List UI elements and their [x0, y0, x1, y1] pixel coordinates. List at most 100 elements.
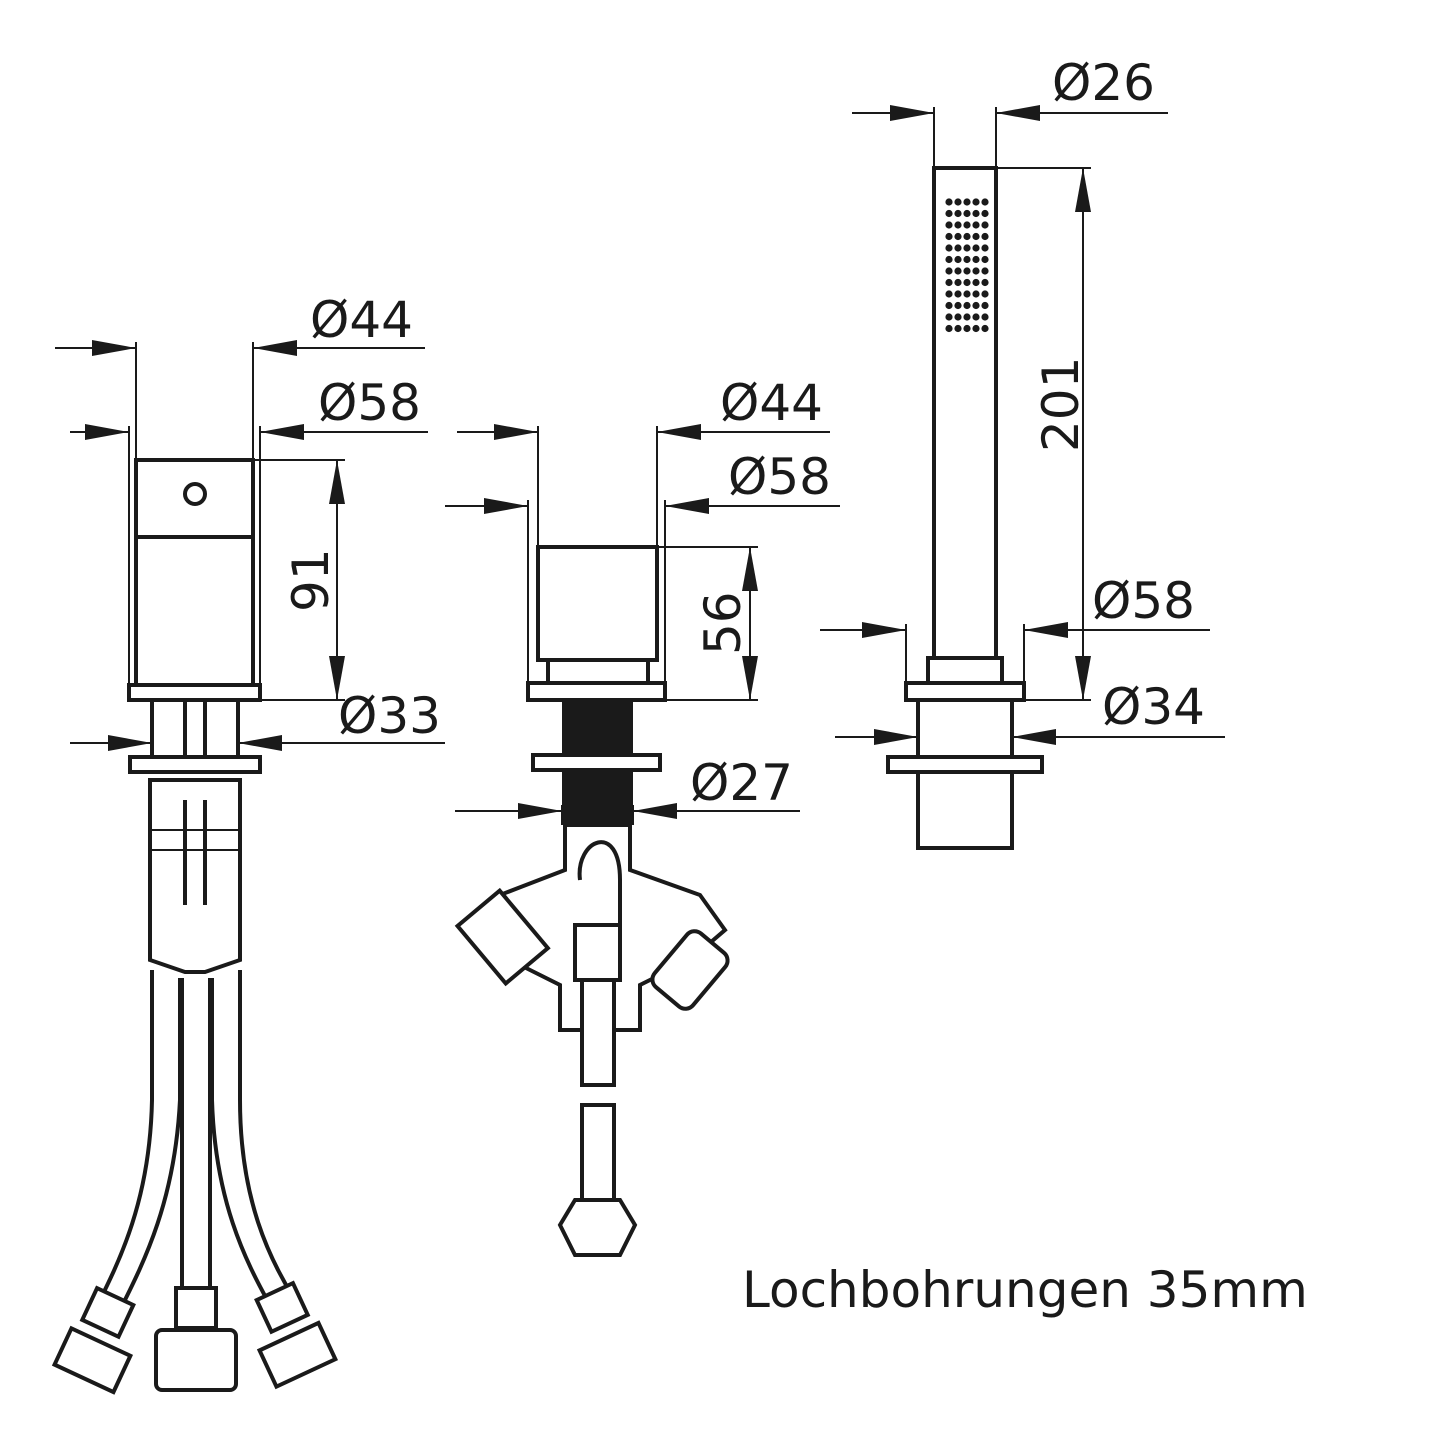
dimension-arrow-icon [862, 622, 906, 638]
nozzle-dot [981, 255, 989, 264]
nozzle-dot [981, 232, 989, 241]
nozzle-dot [981, 313, 989, 321]
dimension-arrow-icon [484, 498, 528, 514]
dimension-arrow-icon [85, 424, 129, 440]
nozzle-dot [963, 290, 971, 298]
dimension-arrow-icon [518, 803, 562, 819]
nozzle-dot [954, 313, 962, 321]
dimension-lines [55, 105, 1225, 825]
right-dia-handle-label: Ø26 [1052, 54, 1155, 112]
nozzle-dot [945, 278, 953, 287]
nozzle-dot [954, 324, 962, 333]
dimension-arrow-icon [657, 424, 701, 440]
dimension-arrow-icon [253, 340, 297, 356]
shower-nozzles [945, 198, 989, 333]
right-dia-flange-label: Ø58 [1092, 572, 1195, 630]
middle-height-label: 56 [694, 591, 752, 655]
dimension-arrow-icon [1075, 656, 1091, 700]
right-fixture [886, 166, 1044, 850]
right-height-label: 201 [1032, 357, 1090, 452]
left-fixture [51, 458, 339, 1395]
nozzle-dot [963, 221, 971, 229]
nozzle-dot [945, 255, 953, 264]
dimension-arrow-icon [742, 547, 758, 591]
nozzle-dot [954, 221, 962, 229]
nozzle-dot [963, 324, 971, 333]
nozzle-dot [981, 198, 989, 206]
nozzle-dot [954, 267, 962, 275]
nozzle-dot [972, 278, 980, 287]
nozzle-dot [963, 278, 971, 287]
right-dia-shank-label: Ø34 [1102, 678, 1205, 736]
nozzle-dot [963, 301, 971, 310]
dimension-arrow-icon [494, 424, 538, 440]
left-height-label: 91 [282, 548, 340, 612]
dimension-arrow-icon [874, 729, 918, 745]
nozzle-dot [954, 255, 962, 264]
nozzle-dot [954, 209, 962, 218]
dimension-arrow-icon [329, 656, 345, 700]
nozzle-dot [972, 244, 980, 252]
nozzle-dot [954, 290, 962, 298]
dimension-arrow-icon [996, 105, 1040, 121]
dimension-arrow-icon [1024, 622, 1068, 638]
nozzle-dot [981, 278, 989, 287]
nozzle-dot [954, 244, 962, 252]
left-dia-shank-label: Ø33 [338, 687, 441, 745]
nozzle-dot [972, 301, 980, 310]
nozzle-dot [972, 255, 980, 264]
dimension-arrow-icon [108, 735, 152, 751]
nozzle-dot [981, 290, 989, 298]
nozzle-dot [972, 313, 980, 321]
nozzle-dot [972, 221, 980, 229]
nozzle-dot [981, 209, 989, 218]
nozzle-dot [981, 324, 989, 333]
nozzle-dot [954, 198, 962, 206]
nozzle-dot [954, 301, 962, 310]
dimension-arrow-icon [329, 460, 345, 504]
nozzle-dot [972, 267, 980, 275]
dimension-arrow-icon [260, 424, 304, 440]
nozzle-dot [963, 198, 971, 206]
nozzle-dot [945, 221, 953, 229]
nozzle-dot [972, 198, 980, 206]
nozzle-dot [945, 244, 953, 252]
dimension-arrow-icon [890, 105, 934, 121]
nozzle-dot [972, 209, 980, 218]
dimension-arrow-icon [1012, 729, 1056, 745]
dimension-arrow-icon [1075, 168, 1091, 212]
nozzle-dot [972, 324, 980, 333]
nozzle-dot [981, 221, 989, 229]
nozzle-dot [945, 324, 953, 333]
nozzle-dot [963, 244, 971, 252]
caption: Lochbohrungen 35mm [742, 1261, 1308, 1319]
handle-indicator-icon [183, 482, 207, 506]
nozzle-dot [981, 267, 989, 275]
nozzle-dot [954, 278, 962, 287]
nozzle-dot [963, 255, 971, 264]
dimension-arrow-icon [665, 498, 709, 514]
middle-fixture [454, 545, 730, 1257]
nozzle-dot [963, 232, 971, 241]
nozzle-dot [963, 313, 971, 321]
nozzle-dot [954, 232, 962, 241]
middle-dia-shank-label: Ø27 [690, 754, 793, 812]
dimension-arrow-icon [742, 656, 758, 700]
middle-dia-flange-label: Ø58 [728, 448, 831, 506]
dimension-arrow-icon [238, 735, 282, 751]
middle-dia-top-label: Ø44 [720, 374, 823, 432]
nozzle-dot [945, 267, 953, 275]
nozzle-dot [963, 209, 971, 218]
nozzle-dot [945, 290, 953, 298]
left-dia-top-label: Ø44 [310, 291, 413, 349]
nozzle-dot [945, 209, 953, 218]
nozzle-dot [981, 244, 989, 252]
nozzle-dot [945, 198, 953, 206]
nozzle-dot [972, 232, 980, 241]
nozzle-dot [945, 301, 953, 310]
left-dia-flange-label: Ø58 [318, 374, 421, 432]
nozzle-dot [981, 301, 989, 310]
nozzle-dot [972, 290, 980, 298]
